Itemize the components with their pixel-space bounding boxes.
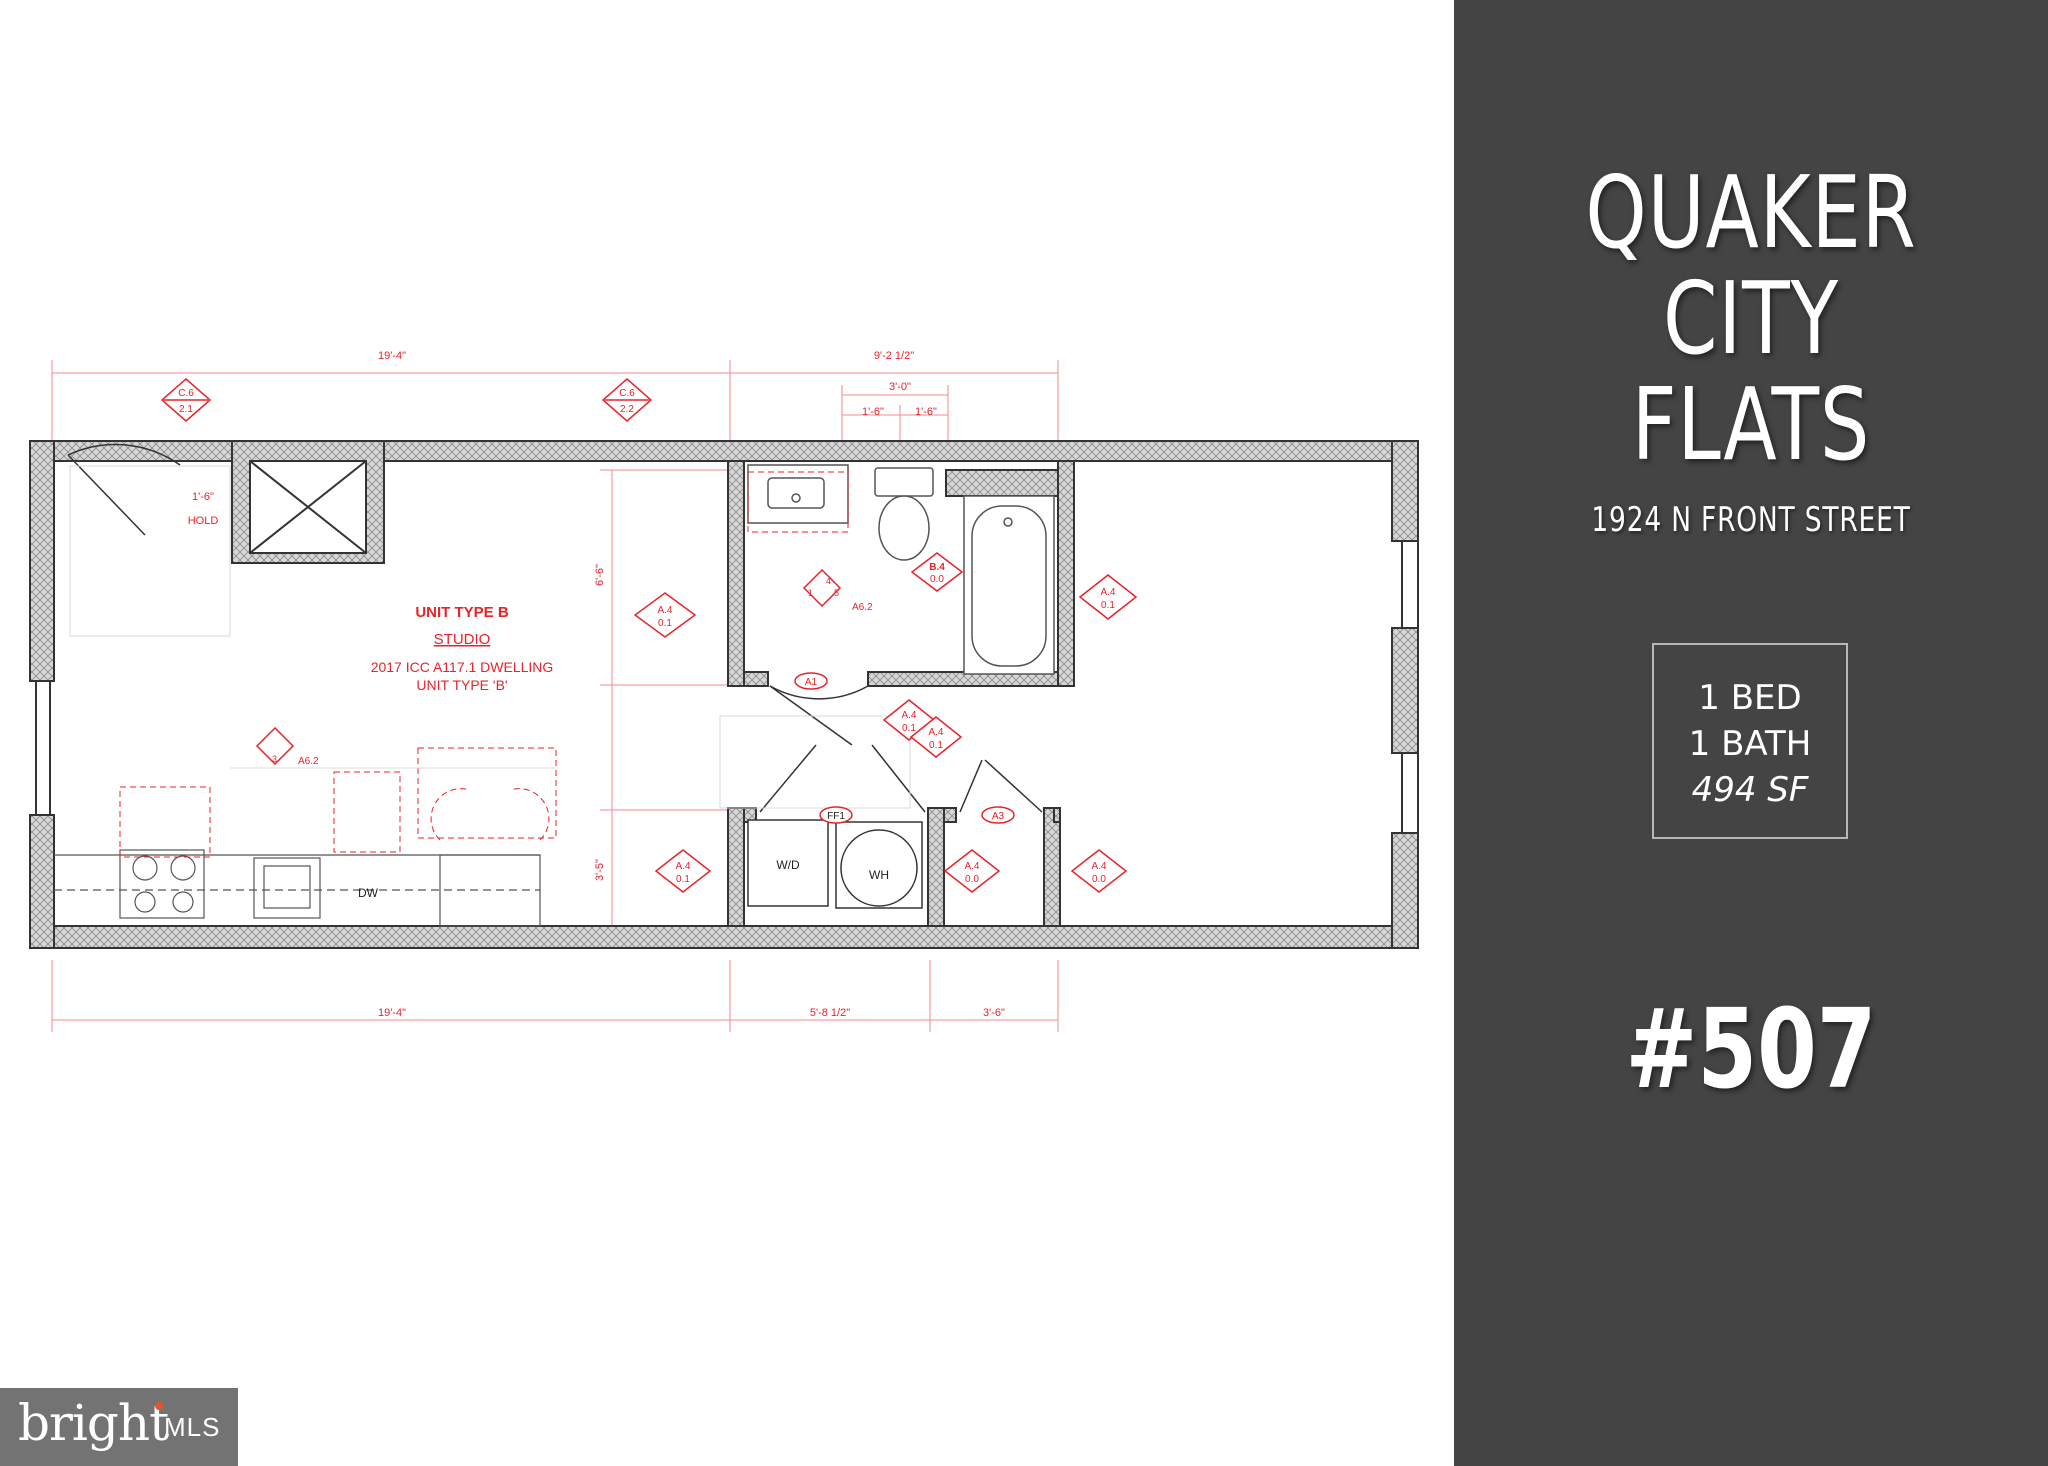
clearance-outlines [119,471,849,858]
dim-bottom-mid: 5'-8 1/2" [810,1007,850,1019]
tag-a4-01-bot: 0.1 [658,618,672,629]
mls-brand: bright [18,1394,169,1452]
dim-top-sub: 3'-0" [889,381,911,393]
mls-watermark: bright MLS [0,1388,238,1466]
tag-a4-01c-bot: 0.1 [902,723,916,734]
dim-top-left: 19'-4" [378,350,406,362]
dishwasher-label: DW [358,886,379,900]
tag-c6-22-top: C.6 [619,388,635,399]
tag-c6-22-bot: 2.2 [620,404,634,415]
tag-texts: C.6 2.1 C.6 2.2 A.4 0.1 A.4 0.1 B.4 0.0 … [178,388,1116,885]
tag-a4-00-bot: 0.0 [965,874,979,885]
tag-b4-bot: 0.0 [930,574,944,585]
dim-hold: 1'-6" [192,491,214,503]
kitchen-counter [54,849,541,927]
unit-kind-label: STUDIO [434,631,491,648]
info-panel: QUAKER CITY FLATS 1924 N FRONT STREET 1 … [1454,0,2048,1466]
dim-top-sub-a: 1'-6" [862,406,884,418]
detail-tags [160,378,1138,893]
unit-number: #507 [1625,985,1877,1113]
tag-a4-01d-bot: 0.1 [929,740,943,751]
baths: 1 BATH [1688,724,1812,764]
laundry-fixtures [747,819,923,909]
clearance-grid [69,465,911,809]
tag-ff1: FF1 [827,811,845,822]
tag-sec5: 5 [834,588,839,598]
tag-a4-01d-top: A.4 [928,727,943,738]
dimension-lines [51,360,1059,1032]
mls-dot-icon [155,1402,163,1410]
tag-c6-21-bot: 2.1 [179,404,193,415]
tag-a62: A6.2 [852,602,873,613]
hold-label: HOLD [188,515,219,527]
dim-top-right: 9'-2 1/2" [874,350,914,362]
code-line-2: UNIT TYPE 'B' [416,677,507,693]
code-line-1: 2017 ICC A117.1 DWELLING [371,659,554,675]
dim-side-upper: 6'-6" [594,564,606,586]
building-title: QUAKER CITY FLATS [1519,160,1982,478]
tag-a4-01c-top: A.4 [901,710,916,721]
tag-b4-top: B.4 [929,562,945,573]
mechanical-chase [231,440,385,564]
title-line-1: QUAKER CITY [1585,154,1917,377]
bathroom-fixtures [747,464,1055,675]
tag-a4-01e-bot: 0.1 [676,874,690,885]
title-line-2: FLATS [1631,366,1871,483]
dim-side-lower: 3'-5" [594,859,606,881]
dim-bottom-left: 19'-4" [378,1007,406,1019]
tag-a3: A3 [992,811,1005,822]
tag-a1: A1 [805,677,818,688]
mls-suffix: MLS [164,1412,221,1442]
washer-dryer-label: W/D [776,858,800,872]
tag-a4-01b-top: A.4 [1100,587,1115,598]
address: 1924 N FRONT STREET [1591,500,1911,540]
tag-a4-00b-top: A.4 [1091,861,1106,872]
unit-type-label: UNIT TYPE B [415,604,509,621]
dimension-texts: 19'-4" 9'-2 1/2" 3'-0" 1'-6" 1'-6" 19'-4… [188,350,1005,1019]
area: 494 SF [1691,770,1809,810]
beds: 1 BED [1698,678,1802,718]
tag-a4-01-top: A.4 [657,605,672,616]
tag-sec3: 3 [272,754,277,764]
tag-a4-00-top: A.4 [964,861,979,872]
floor-plan: C.6 2.1 C.6 2.2 A.4 0.1 A.4 0.1 B.4 0.0 … [29,350,1419,1032]
unit-labels: UNIT TYPE B STUDIO 2017 ICC A117.1 DWELL… [358,604,889,900]
dim-bottom-right: 3'-6" [983,1007,1005,1019]
spec-box: 1 BED 1 BATH 494 SF [1652,643,1848,839]
tag-sec1: 1 [808,588,813,598]
doors [67,443,1043,813]
water-heater-label: WH [869,868,889,882]
tag-a4-00b-bot: 0.0 [1092,874,1106,885]
dim-top-sub-b: 1'-6" [915,406,937,418]
tag-sec4: 4 [826,576,831,586]
tag-a62b: A6.2 [298,756,319,767]
tag-a4-01b-bot: 0.1 [1101,600,1115,611]
tag-c6-21-top: C.6 [178,388,194,399]
tag-a4-01e-top: A.4 [675,861,690,872]
interior-walls [727,460,1075,927]
